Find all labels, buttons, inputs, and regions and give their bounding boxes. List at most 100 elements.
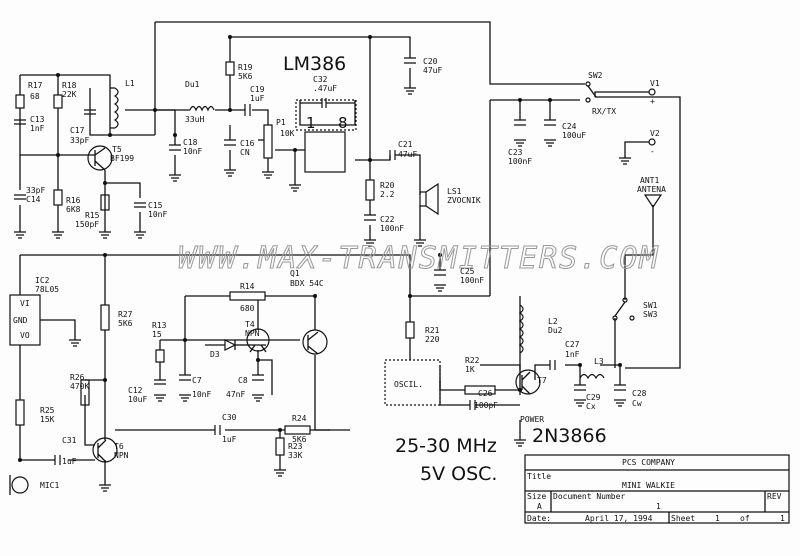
label-r25-value: 15K bbox=[40, 415, 55, 424]
tb-date-label: Date: bbox=[527, 514, 551, 523]
label-r25: R25 bbox=[40, 406, 55, 415]
label-r24-value: 5K6 bbox=[292, 435, 307, 444]
label-t5-value: BF199 bbox=[110, 154, 134, 163]
label-c21: C21 bbox=[398, 140, 413, 149]
transistor-note: 2N3866 bbox=[532, 425, 607, 447]
lm386-ic bbox=[295, 99, 357, 173]
label-c25: C25 bbox=[460, 267, 475, 276]
label-c25-value: 100nF bbox=[460, 276, 484, 285]
label-c27-value: 1nF bbox=[565, 350, 580, 359]
inductors bbox=[110, 87, 605, 380]
speaker-ls1 bbox=[419, 182, 439, 216]
label-r21: R21 bbox=[425, 326, 440, 335]
label-r27: R27 bbox=[118, 310, 133, 319]
label-r16-value: 6K8 bbox=[66, 205, 81, 214]
label-c20-value: 47uF bbox=[423, 66, 442, 75]
handwritten-notes: LM386 1 8 25-30 MHz 5V OSC. 2N3866 bbox=[283, 53, 607, 485]
label-c16: C16 bbox=[240, 139, 255, 148]
label-c12: C12 bbox=[128, 386, 143, 395]
title-block: PCS COMPANY Title MINI WALKIE Size A Doc… bbox=[524, 454, 790, 524]
label-ls1: LS1 bbox=[447, 187, 462, 196]
label-l3: L3 bbox=[594, 357, 604, 366]
label-l2-value: Du2 bbox=[548, 326, 563, 335]
junction-dots bbox=[18, 35, 622, 462]
label-osc: OSCIL. bbox=[394, 380, 423, 389]
label-c7-value: 10nF bbox=[192, 390, 211, 399]
tb-rev-label: REV bbox=[767, 492, 782, 501]
label-c12-value: 10uF bbox=[128, 395, 147, 404]
label-sw3: SW3 bbox=[643, 310, 658, 319]
label-t4: T4 bbox=[245, 320, 255, 329]
tb-of-label: of bbox=[740, 514, 750, 523]
antenna bbox=[643, 194, 663, 209]
label-power: POWER bbox=[520, 415, 544, 424]
label-c19: C19 bbox=[250, 85, 265, 94]
label-c28: C28 bbox=[632, 389, 647, 398]
label-r18: R18 bbox=[62, 81, 77, 90]
label-c14-value: 33pF bbox=[26, 186, 45, 195]
label-c30: C30 bbox=[222, 413, 237, 422]
label-v1: V1 bbox=[650, 79, 660, 88]
label-c18: C18 bbox=[183, 138, 198, 147]
label-q1-value: BDX 54C bbox=[290, 279, 324, 288]
regulator-ic2 bbox=[9, 294, 41, 346]
label-c28-value: Cw bbox=[632, 399, 642, 408]
label-d3: D3 bbox=[210, 350, 220, 359]
label-t7: T7 bbox=[537, 376, 547, 385]
label-c22-value: 100nF bbox=[380, 224, 404, 233]
tb-of: 1 bbox=[780, 514, 785, 523]
label-ant1: ANT1 bbox=[640, 176, 659, 185]
label-c18-value: 10nF bbox=[183, 147, 202, 156]
label-ant1-value: ANTENA bbox=[637, 185, 666, 194]
label-p1: P1 bbox=[276, 118, 286, 127]
label-r17-value: 68 bbox=[30, 92, 40, 101]
label-p1-value: 10K bbox=[280, 129, 295, 138]
tb-docnum: 1 bbox=[656, 502, 661, 511]
label-ic2-gnd: GND bbox=[13, 316, 28, 325]
label-sw2: SW2 bbox=[588, 71, 603, 80]
grounds bbox=[14, 87, 631, 492]
label-r19-value: 5K6 bbox=[238, 72, 253, 81]
label-r22-value: 1K bbox=[465, 365, 475, 374]
label-ic2: IC2 bbox=[35, 276, 50, 285]
diode-d3 bbox=[224, 339, 237, 351]
label-l2: L2 bbox=[548, 317, 558, 326]
pin1-label: 1 bbox=[306, 114, 316, 132]
label-c30-value: 1uF bbox=[222, 435, 237, 444]
label-l1: L1 bbox=[125, 79, 135, 88]
label-r23: R23 bbox=[288, 442, 303, 451]
label-mic1: MIC1 bbox=[40, 481, 59, 490]
label-r15: R15 bbox=[85, 211, 100, 220]
label-c26-value: 100pF bbox=[474, 401, 498, 410]
label-v2-minus: - bbox=[650, 147, 655, 156]
watermark-text: WWW.MAX-TRANSMITTERS.COM bbox=[178, 241, 659, 276]
tb-size-label: Size bbox=[527, 492, 546, 501]
label-c8: C8 bbox=[238, 376, 248, 385]
label-c27: C27 bbox=[565, 340, 580, 349]
pin8-label: 8 bbox=[338, 114, 348, 132]
label-r26-value: 470K bbox=[70, 382, 89, 391]
label-c17-value: 33pF bbox=[70, 136, 89, 145]
label-c23: C23 bbox=[508, 148, 523, 157]
tb-company: PCS COMPANY bbox=[622, 458, 675, 467]
tb-title: MINI WALKIE bbox=[622, 481, 675, 490]
tb-date: April 17, 1994 bbox=[585, 514, 653, 523]
label-r18-value: 22K bbox=[62, 90, 77, 99]
label-r23-value: 33K bbox=[288, 451, 303, 460]
switches bbox=[585, 81, 635, 321]
label-c8-value: 47nF bbox=[226, 390, 245, 399]
label-ls1-value: ZVOCNIK bbox=[447, 196, 481, 205]
transistors bbox=[87, 145, 541, 463]
label-r26: R26 bbox=[70, 373, 85, 382]
label-c19-value: 1uF bbox=[250, 94, 265, 103]
label-c15-value: 10nF bbox=[148, 210, 167, 219]
label-r17: R17 bbox=[28, 81, 43, 90]
label-r14: R14 bbox=[240, 282, 255, 291]
label-c24: C24 bbox=[562, 122, 577, 131]
label-r27-value: 5K6 bbox=[118, 319, 133, 328]
label-v2: V2 bbox=[650, 129, 660, 138]
label-c23-value: 100nF bbox=[508, 157, 532, 166]
label-t6-value: NPN bbox=[114, 451, 129, 460]
label-r20-value: 2.2 bbox=[380, 190, 395, 199]
label-c32: C32 bbox=[313, 75, 328, 84]
